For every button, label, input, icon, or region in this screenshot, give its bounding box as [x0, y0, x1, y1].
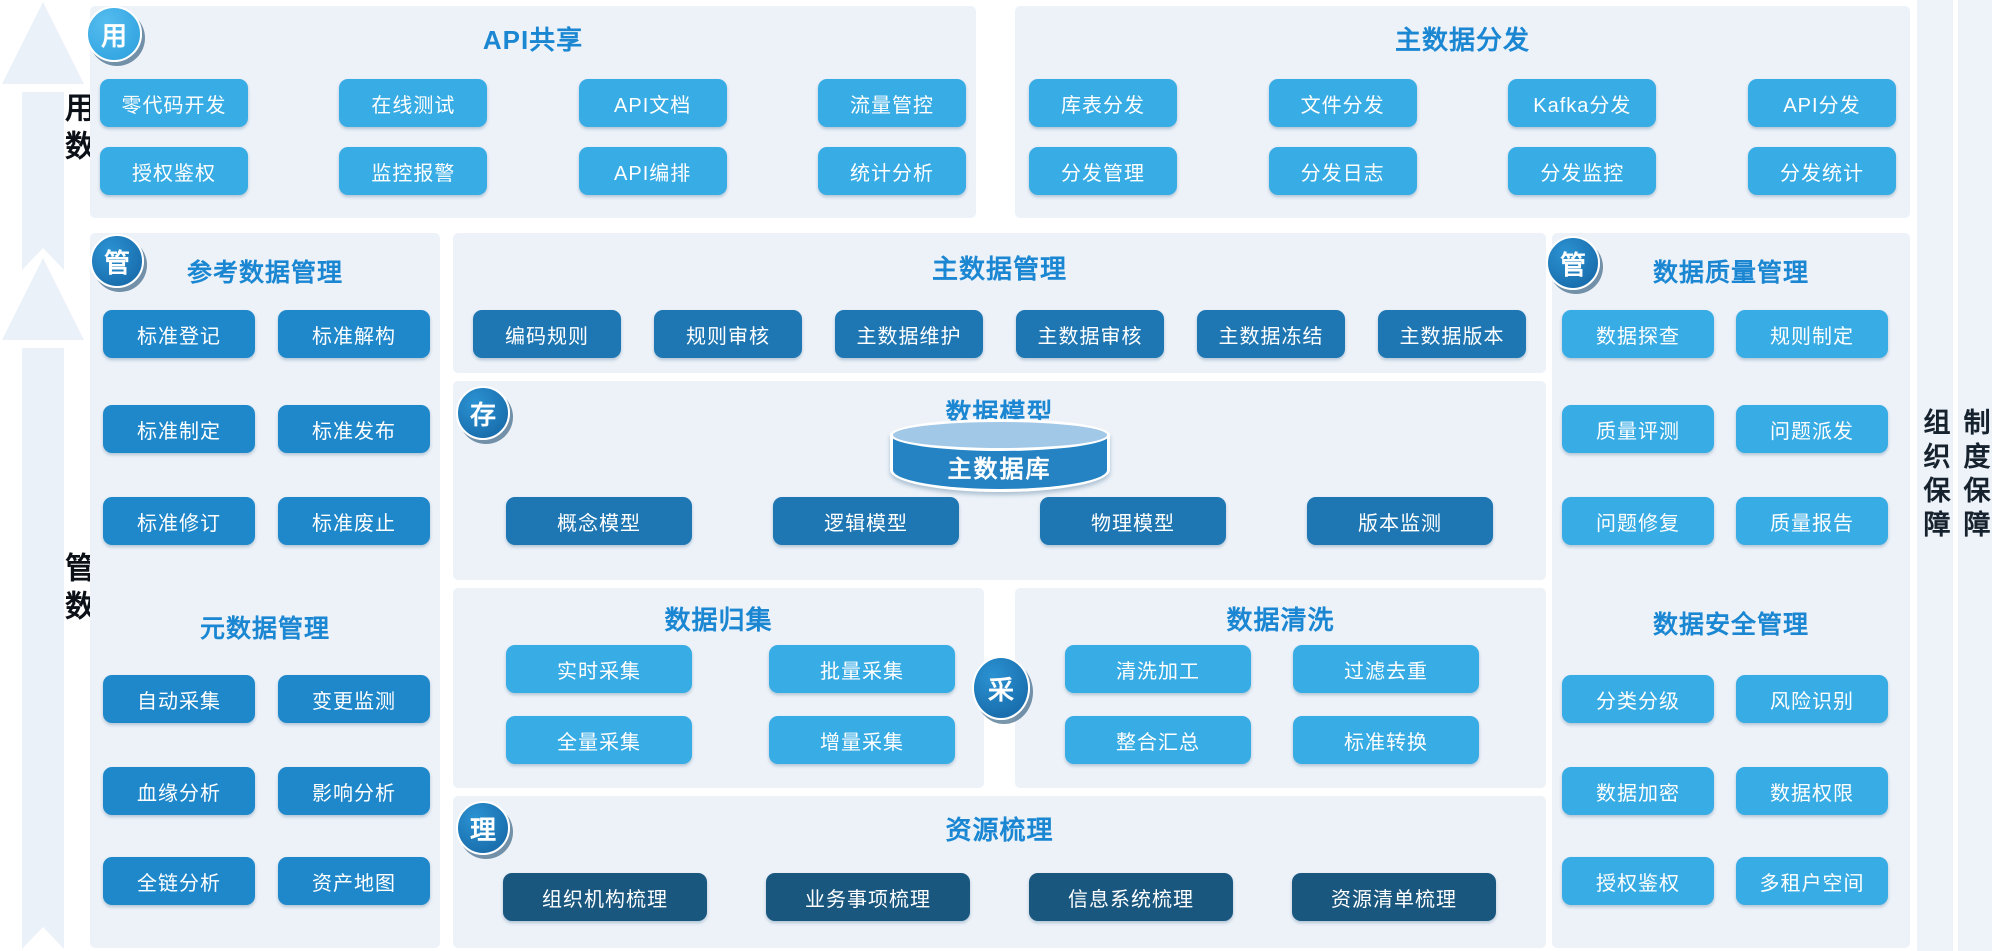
rail-label-manage-data: 管数 — [60, 552, 93, 628]
module-tile[interactable]: 规则审核 — [654, 310, 802, 358]
module-tile[interactable]: 清洗加工 — [1065, 645, 1251, 693]
module-tile[interactable]: 业务事项梳理 — [766, 873, 970, 921]
module-tile[interactable]: 整合汇总 — [1065, 716, 1251, 764]
section-data-model: 数据模型 主数据库 概念模型 逻辑模型 物理模型 版本监测 — [453, 381, 1546, 580]
master-database-cylinder: 主数据库 — [889, 419, 1110, 492]
section-data-cleaning: 数据清洗 清洗加工 过滤去重 整合汇总 标准转换 — [1015, 588, 1546, 788]
section-title: 数据质量管理 — [1652, 259, 1809, 287]
section-resource-sorting: 资源梳理 组织机构梳理 业务事项梳理 信息系统梳理 资源清单梳理 — [453, 796, 1546, 948]
module-tile[interactable]: API编排 — [578, 147, 727, 195]
module-tile[interactable]: 批量采集 — [769, 645, 955, 693]
section-master-distribution: 主数据分发 库表分发 文件分发 Kafka分发 API分发 分发管理 分发日志 … — [1015, 6, 1910, 218]
module-tile[interactable]: 全链分析 — [103, 857, 255, 905]
module-tile[interactable]: 分类分级 — [1562, 675, 1714, 723]
module-tile[interactable]: 分发监控 — [1508, 147, 1657, 195]
module-tile[interactable]: 信息系统梳理 — [1029, 873, 1233, 921]
organization-guarantee-bar: 组织保障 — [1917, 0, 1953, 951]
badge-manage-right: 管 — [1546, 236, 1600, 290]
module-tile[interactable]: 逻辑模型 — [773, 497, 959, 545]
module-tile[interactable]: 在线测试 — [339, 79, 488, 127]
module-tile[interactable]: 主数据审核 — [1016, 310, 1164, 358]
module-tile[interactable]: 零代码开发 — [100, 79, 248, 127]
module-tile[interactable]: 增量采集 — [769, 716, 955, 764]
badge-store: 存 — [456, 386, 510, 440]
module-tile[interactable]: 标准修订 — [103, 497, 255, 545]
module-tile[interactable]: 规则制定 — [1736, 310, 1888, 358]
module-tile[interactable]: 标准转换 — [1293, 716, 1479, 764]
module-tile[interactable]: 分发管理 — [1029, 147, 1177, 195]
rail-label-system: 制度保障 — [1959, 407, 1990, 544]
rail-label-organization: 组织保障 — [1919, 407, 1950, 544]
section-reference-and-metadata: 参考数据管理 标准登记 标准解构 标准制定 标准发布 标准修订 标准废止 元数据… — [90, 233, 440, 948]
up-arrow-icon — [2, 2, 84, 949]
module-tile[interactable]: 统计分析 — [817, 147, 966, 195]
system-guarantee-bar: 制度保障 — [1958, 0, 1992, 951]
module-tile[interactable]: 主数据冻结 — [1197, 310, 1345, 358]
section-title: 数据归集 — [664, 605, 773, 635]
module-tile[interactable]: 自动采集 — [103, 675, 255, 723]
module-tile[interactable]: 分发统计 — [1747, 147, 1896, 195]
master-database-label: 主数据库 — [947, 456, 1052, 483]
module-tile[interactable]: 问题修复 — [1562, 497, 1714, 545]
module-tile[interactable]: 主数据版本 — [1378, 310, 1526, 358]
module-tile[interactable]: 编码规则 — [473, 310, 621, 358]
module-tile[interactable]: 物理模型 — [1040, 497, 1226, 545]
module-tile[interactable]: 影响分析 — [278, 767, 430, 815]
module-tile[interactable]: API文档 — [578, 79, 727, 127]
section-title: 资源梳理 — [945, 815, 1054, 845]
module-tile[interactable]: 版本监测 — [1307, 497, 1493, 545]
module-tile[interactable]: 分发日志 — [1268, 147, 1417, 195]
section-title: 数据安全管理 — [1652, 611, 1809, 639]
section-quality-and-security: 数据质量管理 数据探查 规则制定 质量评测 问题派发 问题修复 质量报告 数据安… — [1552, 233, 1910, 948]
rail-label-use-data: 用数 — [60, 92, 93, 168]
section-title: API共享 — [482, 25, 584, 55]
module-tile[interactable]: 数据权限 — [1736, 767, 1888, 815]
section-title: 主数据分发 — [1394, 25, 1530, 55]
module-tile[interactable]: 数据探查 — [1562, 310, 1714, 358]
module-tile[interactable]: 标准废止 — [278, 497, 430, 545]
module-tile[interactable]: Kafka分发 — [1508, 79, 1657, 127]
module-tile[interactable]: 主数据维护 — [835, 310, 983, 358]
badge-manage-left: 管 — [90, 234, 144, 288]
badge-use: 用 — [86, 6, 142, 62]
module-tile[interactable]: 风险识别 — [1736, 675, 1888, 723]
module-tile[interactable]: 概念模型 — [506, 497, 692, 545]
module-tile[interactable]: 实时采集 — [506, 645, 692, 693]
section-data-collection: 数据归集 实时采集 批量采集 全量采集 增量采集 — [453, 588, 984, 788]
module-tile[interactable]: 标准解构 — [278, 310, 430, 358]
section-title: 数据清洗 — [1226, 605, 1335, 635]
module-tile[interactable]: 监控报警 — [339, 147, 488, 195]
module-tile[interactable]: API分发 — [1747, 79, 1896, 127]
module-tile[interactable]: 标准登记 — [103, 310, 255, 358]
module-tile[interactable]: 过滤去重 — [1293, 645, 1479, 693]
section-master-data: 主数据管理 编码规则 规则审核 主数据维护 主数据审核 主数据冻结 主数据版本 — [453, 233, 1546, 373]
module-tile[interactable]: 资源清单梳理 — [1292, 873, 1496, 921]
module-tile[interactable]: 文件分发 — [1268, 79, 1417, 127]
module-tile[interactable]: 标准发布 — [278, 405, 430, 453]
module-tile[interactable]: 授权鉴权 — [1562, 857, 1714, 905]
module-tile[interactable]: 流量管控 — [817, 79, 966, 127]
section-title: 参考数据管理 — [186, 259, 343, 287]
module-tile[interactable]: 多租户空间 — [1736, 857, 1888, 905]
badge-collect: 采 — [972, 656, 1030, 720]
module-tile[interactable]: 质量报告 — [1736, 497, 1888, 545]
module-tile[interactable]: 库表分发 — [1029, 79, 1177, 127]
section-title: 主数据管理 — [931, 254, 1067, 284]
module-tile[interactable]: 问题派发 — [1736, 405, 1888, 453]
badge-organize: 理 — [456, 801, 510, 855]
module-tile[interactable]: 血缘分析 — [103, 767, 255, 815]
module-tile[interactable]: 变更监测 — [278, 675, 430, 723]
module-tile[interactable]: 组织机构梳理 — [503, 873, 707, 921]
module-tile[interactable]: 资产地图 — [278, 857, 430, 905]
module-tile[interactable]: 标准制定 — [103, 405, 255, 453]
module-tile[interactable]: 数据加密 — [1562, 767, 1714, 815]
section-api-share: API共享 零代码开发 在线测试 API文档 流量管控 授权鉴权 监控报警 AP… — [90, 6, 976, 218]
module-tile[interactable]: 质量评测 — [1562, 405, 1714, 453]
module-tile[interactable]: 授权鉴权 — [100, 147, 248, 195]
module-tile[interactable]: 全量采集 — [506, 716, 692, 764]
section-title: 元数据管理 — [199, 615, 330, 643]
